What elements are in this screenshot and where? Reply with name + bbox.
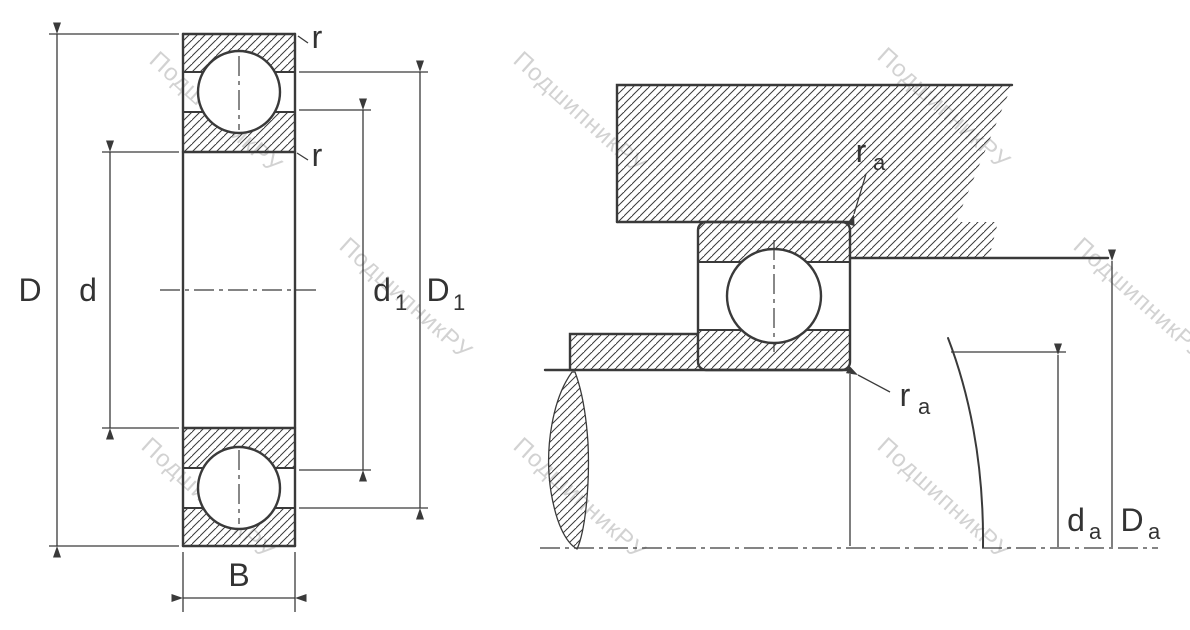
dim-label-D1: D — [426, 272, 449, 308]
fillet-ra-bottom: r a — [845, 366, 931, 419]
shaft-break-hatch — [548, 372, 589, 549]
ball — [725, 247, 823, 345]
housing-section — [615, 83, 1110, 260]
shaft-shoulder-outline — [568, 332, 700, 372]
leader-line — [296, 152, 309, 161]
dim-label-Da: D — [1120, 502, 1143, 538]
dim-label-r-top: r — [312, 19, 323, 55]
dim-label-d1: d — [373, 272, 391, 308]
leader-line — [846, 173, 867, 227]
dim-label-da: d — [1067, 502, 1085, 538]
housing-shoulder-hatch — [850, 222, 998, 258]
mounted-bearing-section — [696, 220, 852, 372]
dim-label-D: D — [18, 272, 41, 308]
watermark-text: ПодшипникРУ — [1068, 232, 1190, 365]
chamfer-r-top: r — [297, 19, 323, 55]
dim-label-Da-subscript: a — [1148, 519, 1161, 544]
dim-label-B: B — [228, 557, 249, 593]
dim-label-d1-subscript: 1 — [395, 290, 407, 315]
dim-label-ra-top: r — [856, 133, 867, 169]
dim-d: d — [79, 140, 179, 440]
dim-label-ra-bottom: r — [900, 377, 911, 413]
dim-d1: d 1 — [299, 98, 407, 482]
dim-label-r-bottom: r — [312, 137, 323, 173]
bearing-ring-outlines — [181, 32, 297, 548]
watermark-text: ПодшипникРУ — [872, 432, 1015, 565]
shaft-section — [543, 332, 985, 550]
dim-D1: D 1 — [299, 60, 465, 520]
dim-label-D1-subscript: 1 — [453, 290, 465, 315]
bearing-ring-sections — [183, 34, 295, 546]
shaft-break-outline — [548, 371, 590, 550]
housing-outline — [615, 83, 1014, 224]
dim-label-da-subscript: a — [1089, 519, 1102, 544]
leader-line — [845, 366, 891, 393]
front-view: D d d 1 D 1 B — [18, 19, 465, 612]
dim-da: d a — [951, 343, 1102, 547]
dim-D: D — [18, 22, 179, 558]
housing-hatch — [617, 85, 1012, 222]
dim-B: B — [171, 552, 307, 612]
dim-label-ra-top-subscript: a — [873, 150, 886, 175]
mounting-view: r a r a d a D a — [540, 83, 1161, 550]
fillet-ra-top: r a — [846, 133, 886, 227]
chamfer-r-bottom: r — [296, 137, 323, 173]
dim-Da: D a — [1108, 249, 1161, 547]
dim-label-d: d — [79, 272, 97, 308]
leader-line — [297, 35, 309, 44]
dim-label-ra-bottom-subscript: a — [918, 394, 931, 419]
shaft-profile-curve — [947, 337, 985, 548]
bearing-outline — [696, 220, 852, 372]
shaft-shoulder-hatch — [570, 334, 698, 370]
